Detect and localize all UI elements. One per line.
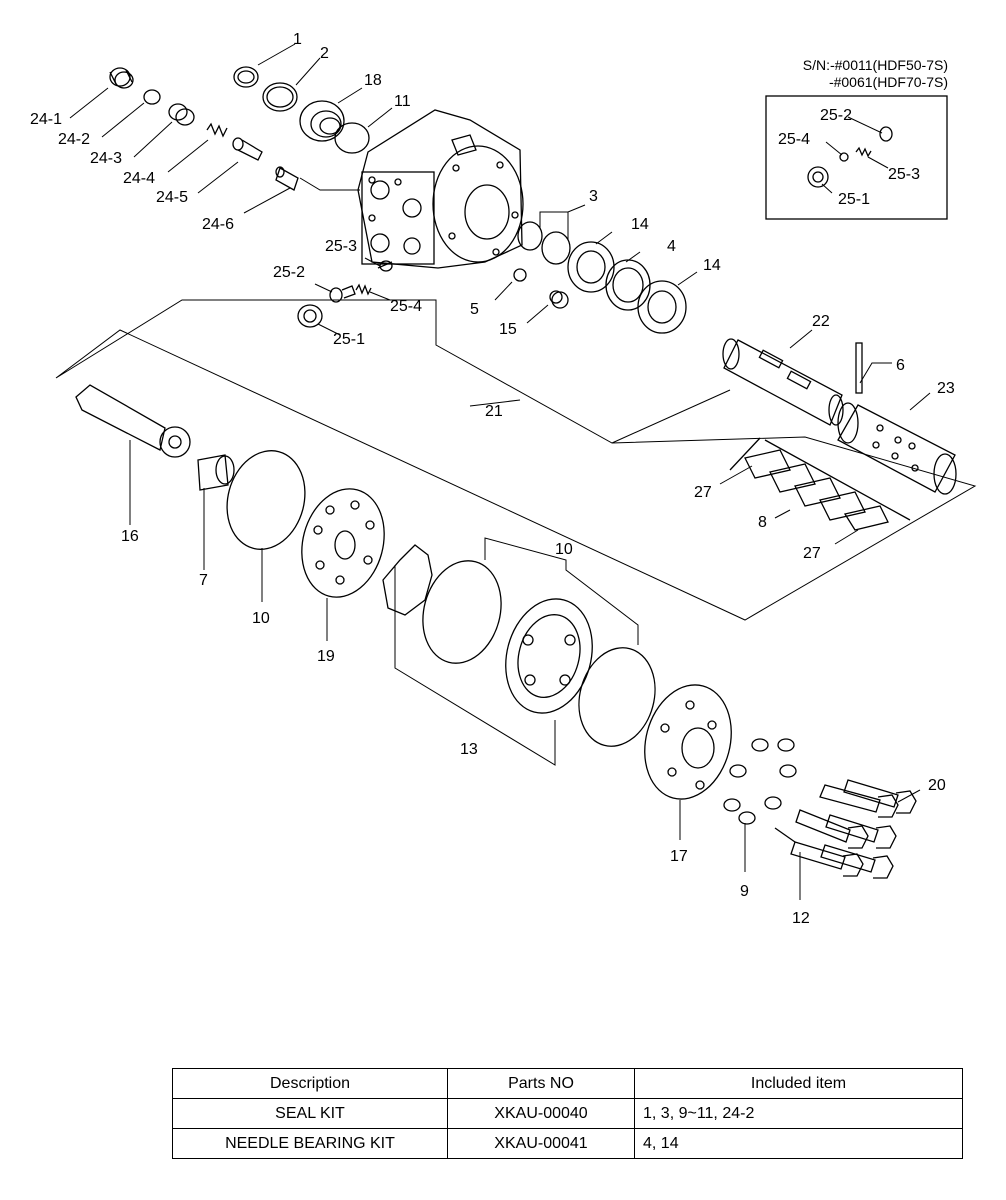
part-14-washer-b [637,280,687,334]
callout-12: 12 [792,910,810,927]
callout-24-5: 24-5 [156,189,188,206]
header-description: Description [172,1068,448,1099]
callout-23: 23 [937,380,955,397]
callout-25-2: 25-2 [273,264,305,281]
part-17-end-cap [644,684,732,800]
callout-17: 17 [670,848,688,865]
part-24-4-spring [206,122,228,138]
part-19-plate [301,488,385,598]
part-24-2-oring [143,89,161,105]
row-items: 4, 14 [634,1128,963,1159]
callout-13: 13 [460,741,478,758]
part-7-spacer [197,454,235,491]
leader-lines [69,43,931,900]
part-25-1-cap [297,304,323,328]
part-1-ring [233,66,259,88]
callout-25-4: 25-4 [390,298,422,315]
callout-5: 5 [470,301,479,318]
callout-15: 15 [499,321,517,338]
inset-label-25-2: 25-2 [820,107,852,124]
callout-24-3: 24-3 [90,150,122,167]
part-24-1-plug [109,67,134,89]
part-24-5-poppet [232,137,263,161]
callout-7: 7 [199,572,208,589]
table-row: SEAL KIT XKAU-00040 1, 3, 9~11, 24-2 [172,1098,963,1129]
part-25-4-spring [355,283,372,296]
callout-14-b: 14 [703,257,721,274]
part-10-oring-right [578,647,656,747]
callout-24-6: 24-6 [202,216,234,233]
part-6-pin [855,342,863,394]
inset-box [765,95,948,220]
serial-number-note: S/N:-#0011(HDF50-7S) -#0061(HDF70-7S) [803,57,948,91]
kit-table-header: Description Parts NO Included item [172,1068,963,1099]
part-24-3-nut [168,103,195,126]
header-parts-no: Parts NO [447,1068,635,1099]
part-25-2-screw [329,285,356,303]
serial-note-line1: S/N:-#0011(HDF50-7S) [802,57,948,73]
inset-label-25-4: 25-4 [778,131,810,148]
inset-parts [807,126,893,188]
callout-10-b: 10 [555,541,573,558]
callout-27-a: 27 [694,484,712,501]
part-23-sleeve [837,402,957,495]
part-5-ball [513,268,527,282]
callout-24-4: 24-4 [123,170,155,187]
part-2-ring [262,82,298,112]
callout-6: 6 [896,357,905,374]
housing [357,109,524,269]
part-15-plug [549,290,569,309]
part-3-rings [517,221,571,265]
callout-24-2: 24-2 [58,131,90,148]
row-part-no: XKAU-00041 [447,1128,635,1159]
callout-18: 18 [364,72,382,89]
row-description: NEEDLE BEARING KIT [172,1128,448,1159]
callout-4: 4 [667,238,676,255]
inset-label-25-3: 25-3 [888,166,920,183]
row-part-no: XKAU-00040 [447,1098,635,1129]
part-20-12-bolts [774,779,917,879]
part-24-6-sleeve [275,166,299,191]
table-row: NEEDLE BEARING KIT XKAU-00041 4, 14 [172,1128,963,1159]
part-9-washers [723,738,797,825]
part-4-needle-bearing [605,259,651,311]
row-items: 1, 3, 9~11, 24-2 [634,1098,963,1129]
callout-8: 8 [758,514,767,531]
part-11-oring [334,122,370,154]
callout-22: 22 [812,313,830,330]
callout-2: 2 [320,45,329,62]
part-10-oring-mid [422,560,502,664]
callout-9: 9 [740,883,749,900]
rotor [382,544,433,616]
callout-25-3: 25-3 [325,238,357,255]
callout-10-a: 10 [252,610,270,627]
serial-note-line2: -#0061(HDF70-7S) [828,74,948,90]
callout-25-1: 25-1 [333,331,365,348]
callout-labels: 1 2 18 11 24-1 24-2 24-3 24-4 24-5 24-6 … [30,31,955,927]
part-27-8-springs [729,437,911,531]
row-description: SEAL KIT [172,1098,448,1129]
callout-16: 16 [121,528,139,545]
callout-11: 11 [394,93,411,110]
part-22-spool [722,338,844,426]
assembly-outline [55,299,977,621]
header-included-item: Included item [634,1068,963,1099]
callout-1: 1 [293,31,302,48]
part-10-oring-left [226,450,306,550]
inset-label-25-1: 25-1 [838,191,870,208]
callout-19: 19 [317,648,335,665]
kit-table: Description Parts NO Included item SEAL … [172,1068,963,1159]
callout-21: 21 [485,403,503,420]
part-18-seal [299,100,345,142]
callout-24-1: 24-1 [30,111,62,128]
part-16-drive-shaft [75,384,191,458]
callout-3: 3 [589,188,598,205]
callout-14-a: 14 [631,216,649,233]
part-13-stator [505,598,593,714]
callout-20: 20 [928,777,946,794]
part-14-washer-a [567,241,615,293]
callout-27-b: 27 [803,545,821,562]
